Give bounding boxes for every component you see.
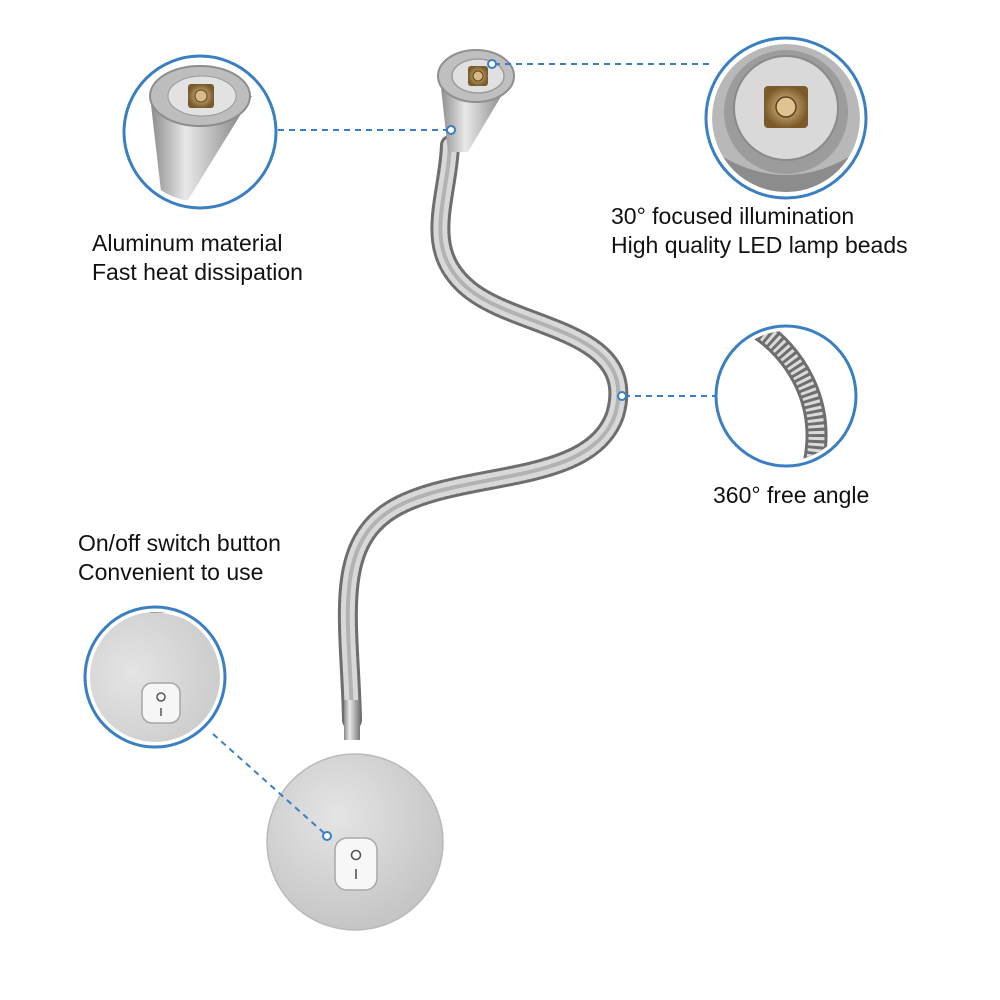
caption-line: 30° focused illumination bbox=[611, 203, 855, 229]
caption-line: High quality LED lamp beads bbox=[611, 232, 908, 258]
lamp-head bbox=[437, 49, 515, 152]
caption-line: Fast heat dissipation bbox=[92, 259, 303, 285]
aluminum-material-caption: Aluminum material Fast heat dissipation bbox=[92, 229, 303, 287]
connector-dots bbox=[322, 59, 627, 841]
connector-lines bbox=[212, 63, 720, 834]
led-bead-detail-icon bbox=[704, 36, 868, 200]
gooseneck-arm bbox=[337, 135, 629, 740]
power-switch-icon bbox=[334, 837, 378, 891]
gooseneck-detail-icon bbox=[714, 324, 858, 468]
caption-line: On/off switch button bbox=[78, 530, 281, 556]
switch-button-caption: On/off switch button Convenient to use bbox=[78, 529, 281, 587]
free-angle-caption: 360° free angle bbox=[713, 481, 869, 510]
lamp-head-detail-icon bbox=[122, 54, 278, 210]
led-illumination-caption: 30° focused illumination High quality LE… bbox=[611, 202, 908, 260]
wall-plate bbox=[266, 753, 444, 931]
caption-line: 360° free angle bbox=[713, 482, 870, 508]
caption-line: Aluminum material bbox=[92, 230, 283, 256]
switch-detail-icon bbox=[83, 605, 227, 749]
caption-line: Convenient to use bbox=[78, 559, 264, 585]
